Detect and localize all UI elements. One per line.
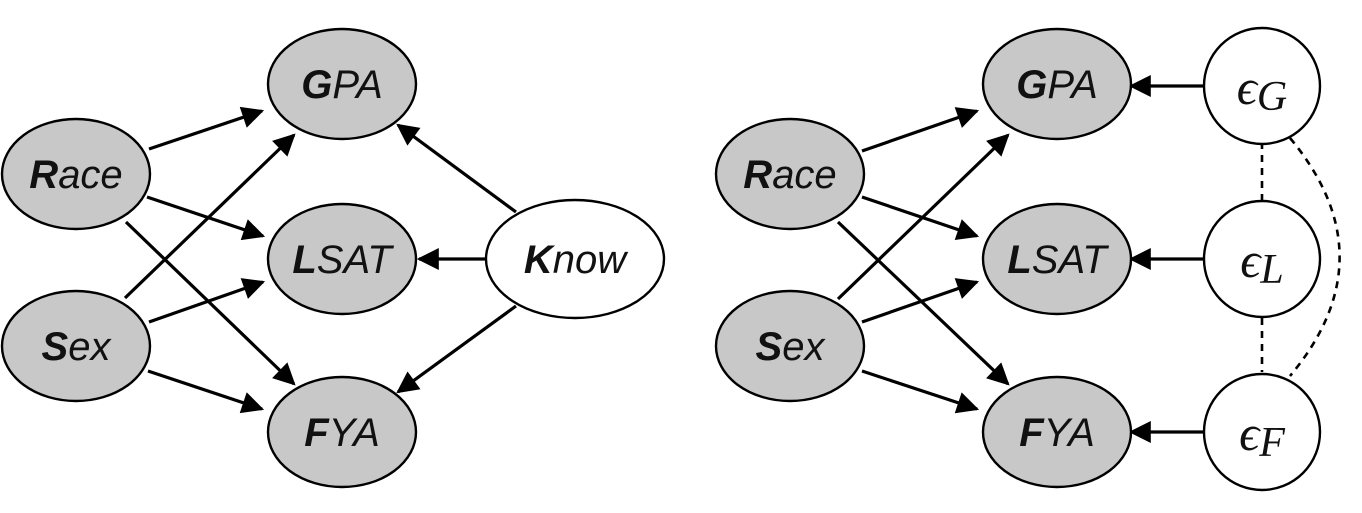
left-edges bbox=[123, 106, 517, 414]
right-dashed-links bbox=[1260, 137, 1341, 377]
svg-text:FYA: FYA bbox=[1019, 411, 1095, 455]
edge-r-sex-gpa bbox=[836, 133, 1010, 301]
svg-text:ϵG: ϵG bbox=[1237, 59, 1288, 120]
edge-r-sex-lsat bbox=[861, 278, 980, 324]
right-node-lsat: LSAT bbox=[981, 202, 1133, 316]
right-node-eps-l: ϵL bbox=[1202, 199, 1322, 319]
edge-r-race-lsat bbox=[861, 195, 980, 241]
right-edges bbox=[836, 75, 1203, 443]
right-node-eps-f: ϵF bbox=[1202, 372, 1322, 492]
edge-sex-gpa bbox=[123, 133, 296, 300]
right-node-gpa: GPA bbox=[981, 27, 1133, 141]
edge-race-lsat bbox=[146, 195, 266, 241]
edge-know-fya bbox=[396, 304, 517, 394]
svg-text:Know: Know bbox=[524, 238, 629, 282]
edge-race-gpa bbox=[148, 106, 265, 151]
right-node-eps-g: ϵG bbox=[1202, 26, 1322, 146]
edge-r-race-gpa bbox=[861, 107, 980, 153]
edge-know-gpa bbox=[396, 123, 517, 214]
svg-text:GPA: GPA bbox=[1016, 63, 1098, 107]
right-diagram: Race Sex GPA LSAT FYA ϵG ϵL ϵF bbox=[714, 26, 1341, 492]
svg-text:GPA: GPA bbox=[301, 63, 383, 107]
right-node-sex: Sex bbox=[714, 289, 866, 403]
svg-text:Sex: Sex bbox=[756, 325, 827, 369]
left-diagram: Race Sex GPA LSAT FYA Know bbox=[0, 27, 666, 489]
left-node-gpa: GPA bbox=[266, 27, 418, 141]
edge-r-sex-fya bbox=[861, 369, 980, 414]
svg-text:ϵF: ϵF bbox=[1239, 405, 1285, 466]
left-node-lsat: LSAT bbox=[266, 202, 418, 316]
svg-text:ϵL: ϵL bbox=[1240, 232, 1284, 293]
dashed-eg-ef bbox=[1289, 137, 1341, 377]
right-node-race: Race bbox=[714, 117, 866, 231]
edge-sex-lsat bbox=[148, 278, 266, 324]
svg-text:FYA: FYA bbox=[304, 411, 380, 455]
left-node-race: Race bbox=[0, 117, 152, 231]
svg-text:LSAT: LSAT bbox=[1007, 238, 1109, 282]
edge-sex-fya bbox=[147, 369, 265, 414]
edge-race-fya bbox=[124, 220, 296, 386]
svg-text:LSAT: LSAT bbox=[292, 238, 394, 282]
left-node-know: Know bbox=[484, 198, 666, 320]
left-node-sex: Sex bbox=[0, 289, 152, 403]
svg-text:Race: Race bbox=[743, 153, 836, 197]
svg-text:Race: Race bbox=[29, 153, 122, 197]
left-node-fya: FYA bbox=[266, 375, 418, 489]
edge-r-race-fya bbox=[836, 220, 1010, 386]
right-node-fya: FYA bbox=[981, 375, 1133, 489]
svg-text:Sex: Sex bbox=[42, 325, 113, 369]
